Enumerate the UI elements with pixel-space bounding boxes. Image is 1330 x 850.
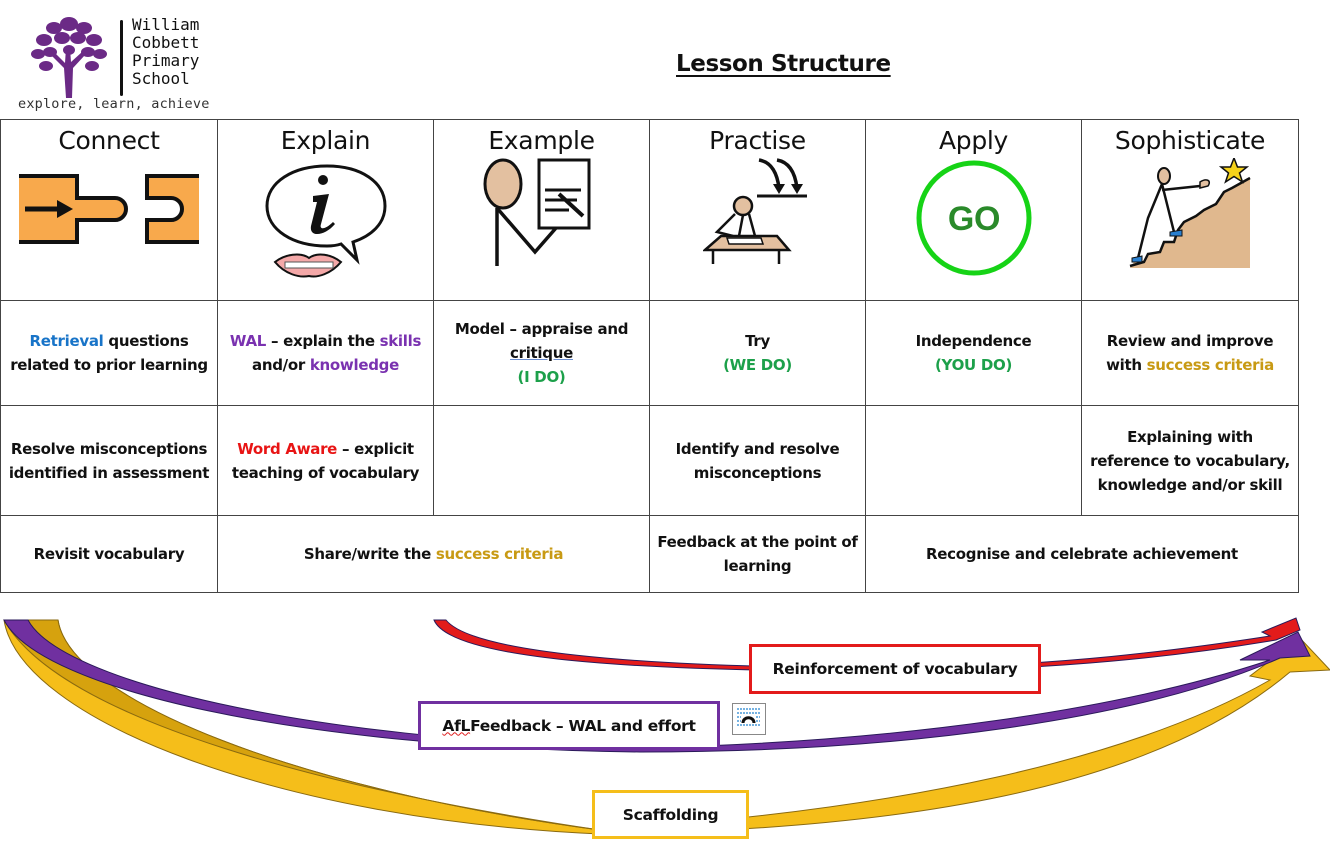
go-text: GO [947, 200, 999, 238]
school-name-line: School [132, 69, 190, 88]
activity-row-1: Retrieval questions related to prior lea… [0, 300, 1299, 406]
stage-explain: Explain [217, 119, 434, 301]
stage-title: Sophisticate [1114, 126, 1266, 155]
label-text: Scaffolding [622, 805, 719, 824]
cell-connect-misconceptions: Resolve misconceptions identified in ass… [0, 405, 218, 516]
cell-text: – explain the [266, 332, 380, 350]
skills-highlight: skills [379, 332, 422, 350]
information-speech-icon [264, 164, 387, 278]
i-do-label: (I DO) [517, 368, 566, 386]
afl-feedback-arrow [3, 619, 1311, 753]
school-name-line: William [132, 15, 200, 34]
activity-row-2: Resolve misconceptions identified in ass… [0, 405, 1299, 516]
stage-title: Example [488, 126, 595, 155]
cell-sophisticate-review: Review and improve with success criteria [1081, 300, 1299, 406]
school-name: William Cobbett Primary School [132, 16, 199, 88]
cell-text: questions related to prior learning [10, 332, 208, 374]
stage-apply: Apply GO [865, 119, 1082, 301]
tree-icon [31, 17, 107, 98]
curved-arrows-diagram [3, 617, 1330, 835]
cell-text: Try [745, 332, 770, 350]
stage-example: Example [433, 119, 650, 301]
afl-word: AfL [442, 716, 471, 735]
page-title: Lesson Structure [676, 51, 891, 77]
cell-apply-empty [865, 405, 1082, 516]
cell-text: Independence [915, 332, 1032, 350]
layout-options-icon [737, 708, 760, 726]
stage-sophisticate: Sophisticate [1081, 119, 1299, 301]
cell-share-success-criteria: Share/write the success criteria [217, 515, 650, 593]
cell-example-empty [433, 405, 650, 516]
logo-divider [120, 20, 123, 96]
cell-connect-retrieval: Retrieval questions related to prior lea… [0, 300, 218, 406]
word-aware-highlight: Word Aware [237, 439, 338, 458]
layout-options-button[interactable] [732, 703, 766, 735]
cell-celebrate-achievement: Recognise and celebrate achievement [865, 515, 1299, 593]
cell-text: – explicit teaching of vocabulary [231, 439, 420, 482]
cell-revisit-vocabulary: Revisit vocabulary [0, 515, 218, 593]
we-do-label: (WE DO) [723, 356, 792, 374]
climbing-star-icon [1129, 158, 1251, 268]
you-do-label: (YOU DO) [935, 356, 1012, 374]
lesson-structure-table: Connect Explain Example [0, 119, 1299, 593]
critique-word: critique [510, 344, 573, 362]
cell-text: Share/write the [303, 545, 436, 563]
cell-practise-misconceptions: Identify and resolve misconceptions [649, 405, 866, 516]
stage-title: Connect [58, 126, 160, 155]
stage-title: Practise [709, 126, 806, 155]
student-writing-icon [702, 158, 807, 264]
label-text: Reinforcement of vocabulary [772, 660, 1018, 678]
cell-apply-independence: Independence (YOU DO) [865, 300, 1082, 406]
stage-title: Apply [938, 126, 1009, 155]
stage-practise: Practise [649, 119, 866, 301]
school-tagline: explore, learn, achieve [18, 96, 210, 112]
school-logo: William Cobbett Primary School explore, … [14, 8, 214, 116]
cell-sophisticate-explaining: Explaining with reference to vocabulary,… [1081, 405, 1299, 516]
cell-text: Model – appraise and [454, 320, 629, 338]
teacher-modelling-icon [483, 158, 590, 266]
go-icon: GO [916, 160, 1031, 276]
cell-text: Review and improve with [1106, 332, 1274, 374]
cell-practise-try: Try (WE DO) [649, 300, 866, 406]
success-criteria-highlight: success criteria [435, 545, 564, 563]
wal-highlight: WAL [229, 332, 267, 350]
cell-explain-wal: WAL – explain the skills and/or knowledg… [217, 300, 434, 406]
cell-explain-word-aware: Word Aware – explicit teaching of vocabu… [217, 405, 434, 516]
school-name-line: Cobbett [132, 33, 200, 52]
stage-connect: Connect [0, 119, 218, 301]
cell-example-model: Model – appraise and critique (I DO) [433, 300, 650, 406]
vocabulary-arrow [433, 617, 1301, 672]
knowledge-highlight: knowledge [309, 356, 399, 374]
success-criteria-highlight: success criteria [1146, 356, 1275, 374]
stage-header-row: Connect Explain Example [0, 119, 1299, 301]
reinforcement-vocabulary-label: Reinforcement of vocabulary [749, 644, 1041, 694]
scaffolding-label: Scaffolding [592, 790, 749, 839]
retrieval-highlight: Retrieval [29, 332, 104, 350]
connect-icon [19, 174, 199, 244]
stage-title: Explain [280, 126, 371, 155]
cell-feedback-point-of-learning: Feedback at the point of learning [649, 515, 866, 593]
afl-feedback-label: AfL Feedback – WAL and effort [418, 701, 720, 750]
school-name-line: Primary [132, 51, 200, 70]
activity-row-3: Revisit vocabulary Share/write the succe… [0, 515, 1299, 593]
label-text: Feedback – WAL and effort [470, 716, 696, 735]
cell-text: and/or [252, 356, 310, 374]
